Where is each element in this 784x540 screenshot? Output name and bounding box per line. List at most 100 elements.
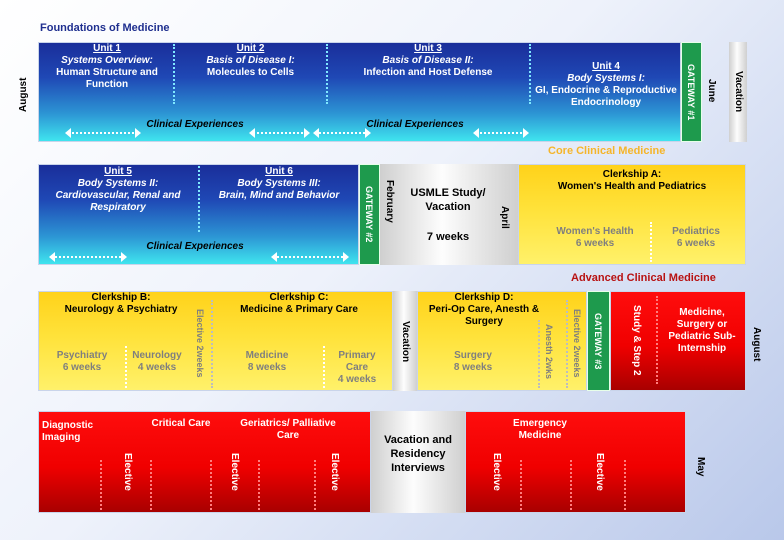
- medicine-weeks: 8 weeks: [247, 362, 287, 373]
- clinical-experiences-label-3: Clinical Experiences: [146, 241, 244, 252]
- vacation-1-label: Vacation: [733, 71, 744, 113]
- unit-2-block: Unit 2 Basis of Disease I: Molecules to …: [178, 43, 323, 79]
- clerkship-bc-block: [38, 291, 393, 391]
- primary-care-weeks: 4 weeks: [337, 374, 377, 385]
- clinical-arrow-1a: [65, 128, 141, 138]
- unit-6-label: Unit 6: [265, 166, 293, 177]
- unit-3-block: Unit 3 Basis of Disease II: Infection an…: [330, 43, 526, 79]
- geriatrics-label: Geriatrics/ Palliative Care: [240, 418, 336, 441]
- elective-d-divider: [566, 300, 568, 388]
- elective-b-label: Elective 2weeks: [195, 308, 205, 378]
- psychiatry-block: Psychiatry 6 weeks: [50, 350, 114, 374]
- clerkship-c-divider: [323, 346, 325, 388]
- month-label-february: February: [384, 179, 395, 223]
- diagnostic-imaging-label: Diagnostic Imaging: [42, 420, 94, 443]
- elective-b-divider: [211, 300, 213, 388]
- gateway-3-label: GATEWAY #3: [593, 312, 603, 370]
- row4-divider-2: [150, 460, 152, 510]
- row4-divider-8: [624, 460, 626, 510]
- row4-elective-5: Elective: [594, 453, 605, 491]
- clinical-arrow-2a: [49, 252, 127, 262]
- row4-elective-4: Elective: [491, 453, 502, 491]
- womens-health-weeks: 6 weeks: [575, 238, 615, 249]
- unit-6-block: Unit 6 Body Systems III: Brain, Mind and…: [203, 166, 355, 202]
- study-divider: [656, 296, 658, 384]
- womens-health-label: Women's Health: [556, 226, 634, 237]
- vacation-1-block: [729, 42, 747, 142]
- month-label-august-right: August: [751, 326, 762, 362]
- month-label-may: May: [695, 457, 706, 477]
- unit-5-block: Unit 5 Body Systems II: Cardiovascular, …: [42, 166, 194, 214]
- gateway-2-block: [359, 164, 380, 265]
- section-title-foundations: Foundations of Medicine: [40, 22, 170, 34]
- elective-d-label: Elective 2weeks: [572, 308, 582, 378]
- month-label-august-left: August: [18, 77, 29, 113]
- section-title-advanced: Advanced Clinical Medicine: [571, 272, 716, 284]
- unit-2-label: Unit 2: [236, 43, 265, 54]
- vacation-interviews-block: [371, 411, 465, 513]
- clerkship-a-title: Clerkship A:: [602, 169, 662, 180]
- clerkship-b-divider: [125, 346, 127, 388]
- row1-units-bar: [38, 42, 681, 142]
- clinical-arrow-1b: [249, 128, 310, 138]
- row4-divider-6: [520, 460, 522, 510]
- row1-divider-1: [173, 44, 175, 104]
- clerkship-d-block: [417, 291, 587, 391]
- unit-1-body: Human Structure and Function: [56, 67, 158, 90]
- row2-divider-1: [198, 166, 200, 232]
- subinternship-block: [610, 291, 746, 391]
- unit-1-block: Unit 1 Systems Overview: Human Structure…: [42, 43, 172, 91]
- clerkship-b-title: Clerkship B:: [91, 292, 151, 303]
- surgery-block: Surgery 8 weeks: [430, 350, 516, 374]
- row4-divider-1: [100, 460, 102, 510]
- unit-1-label: Unit 1: [93, 43, 121, 54]
- vacation-3-block: [393, 291, 417, 391]
- row1-divider-3: [529, 44, 531, 104]
- psychiatry-weeks: 6 weeks: [62, 362, 102, 373]
- womens-health-block: Women's Health 6 weeks: [550, 226, 640, 250]
- unit-3-body: Infection and Host Defense: [363, 67, 493, 78]
- vacation-3-label: Vacation: [400, 321, 411, 363]
- gateway-1-block: [681, 42, 702, 142]
- subinternship-label: Medicine, Surgery or Pediatric Sub-Inter…: [668, 307, 736, 354]
- unit-5-subtitle: Body Systems II:: [77, 178, 159, 189]
- pediatrics-weeks: 6 weeks: [676, 238, 716, 249]
- surgery-label: Surgery: [454, 350, 492, 361]
- clerkship-c-subtitle: Medicine & Primary Care: [240, 304, 358, 315]
- row4-elective-3: Elective: [329, 453, 340, 491]
- unit-6-subtitle: Body Systems III:: [237, 178, 321, 189]
- neurology-weeks: 4 weeks: [137, 362, 177, 373]
- psychiatry-label: Psychiatry: [56, 350, 108, 361]
- clerkship-a-block: [518, 164, 746, 265]
- clerkship-d-subtitle: Peri-Op Care, Anesth & Surgery: [428, 304, 540, 327]
- neurology-label: Neurology: [132, 350, 182, 361]
- unit-2-subtitle: Basis of Disease I:: [206, 55, 295, 66]
- clerkship-c-title: Clerkship C:: [269, 292, 329, 303]
- row4-elective-2: Elective: [229, 453, 240, 491]
- section-title-core: Core Clinical Medicine: [548, 145, 666, 157]
- medicine-block: Medicine 8 weeks: [230, 350, 304, 374]
- clinical-arrow-2b: [271, 252, 349, 262]
- row4-divider-3: [210, 460, 212, 510]
- clerkship-a-divider: [650, 222, 652, 262]
- unit-4-body: GI, Endocrine & Reproductive Endocrinolo…: [535, 85, 677, 108]
- study-step2-label: Study & Step 2: [631, 304, 642, 376]
- unit-5-label: Unit 5: [104, 166, 132, 177]
- clinical-arrow-1d: [473, 128, 529, 138]
- pediatrics-block: Pediatrics 6 weeks: [656, 226, 736, 250]
- gateway-1-label: GATEWAY #1: [686, 63, 696, 121]
- clerkship-b-header: Clerkship B: Neurology & Psychiatry: [46, 292, 196, 316]
- month-label-june: June: [706, 79, 717, 103]
- primary-care-label: Primary Care: [338, 350, 376, 373]
- surgery-weeks: 8 weeks: [453, 362, 493, 373]
- pediatrics-label: Pediatrics: [672, 226, 720, 237]
- neurology-block: Neurology 4 weeks: [129, 350, 185, 374]
- emergency-medicine-label: Emergency Medicine: [513, 418, 567, 441]
- medicine-label: Medicine: [245, 350, 289, 361]
- clerkship-a-subtitle: Women's Health and Pediatrics: [557, 181, 707, 192]
- unit-1-subtitle: Systems Overview:: [61, 55, 153, 66]
- clerkship-b-subtitle: Neurology & Psychiatry: [64, 304, 178, 315]
- row4-divider-4: [258, 460, 260, 510]
- anesth-label: Anesth 2wks: [544, 324, 554, 380]
- clinical-experiences-label-2: Clinical Experiences: [366, 119, 464, 130]
